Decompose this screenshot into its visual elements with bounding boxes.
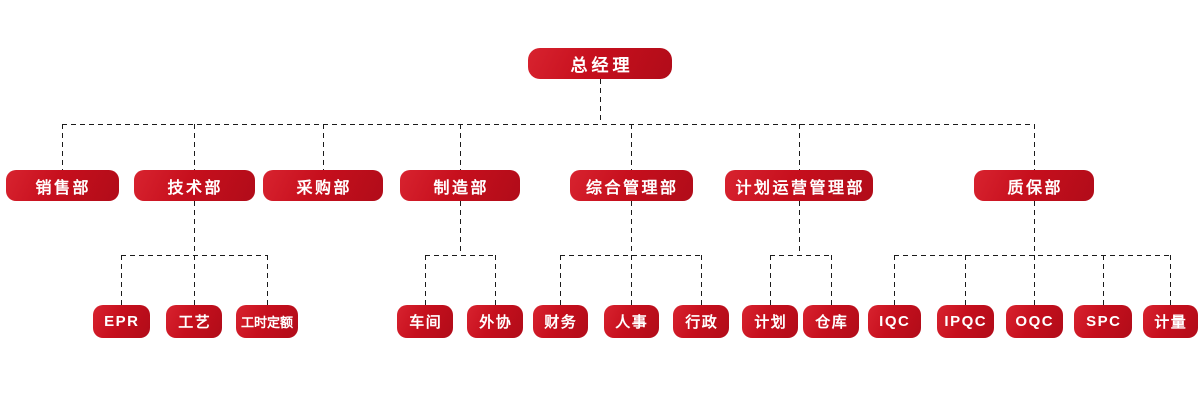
dashed-connector-vertical — [267, 255, 268, 305]
sub-dept-node: EPR — [92, 305, 150, 338]
sub-dept-node: 仓库 — [803, 305, 859, 338]
dashed-connector-vertical — [1103, 255, 1104, 305]
dept-node: 制造部 — [400, 170, 520, 201]
dashed-connector-vertical — [799, 201, 800, 255]
dashed-connector-vertical — [1034, 255, 1035, 305]
dashed-connector-horizontal — [62, 124, 1034, 125]
dashed-connector-vertical — [460, 201, 461, 255]
dashed-connector-vertical — [495, 255, 496, 305]
sub-dept-node: 计划 — [742, 305, 798, 338]
sub-dept-node: SPC — [1074, 305, 1132, 338]
dept-node: 质保部 — [974, 170, 1094, 201]
dashed-connector-vertical — [121, 255, 122, 305]
dashed-connector-vertical — [1170, 255, 1171, 305]
dashed-connector-vertical — [194, 201, 195, 255]
dashed-connector-vertical — [894, 255, 895, 305]
dept-node: 综合管理部 — [569, 170, 693, 201]
sub-dept-node: 计量 — [1142, 305, 1198, 338]
dashed-connector-vertical — [425, 255, 426, 305]
dashed-connector-vertical — [831, 255, 832, 305]
sub-dept-node: 工时定额 — [236, 305, 298, 338]
dashed-connector-vertical — [631, 124, 632, 170]
dashed-connector-vertical — [701, 255, 702, 305]
dashed-connector-vertical — [62, 124, 63, 170]
dashed-connector-vertical — [323, 124, 324, 170]
sub-dept-node: IPQC — [936, 305, 994, 338]
sub-dept-node: 外协 — [467, 305, 523, 338]
dashed-connector-vertical — [631, 201, 632, 255]
dashed-connector-vertical — [965, 255, 966, 305]
dashed-connector-vertical — [194, 124, 195, 170]
sub-dept-node: 人事 — [603, 305, 659, 338]
dashed-connector-vertical — [799, 124, 800, 170]
dept-node: 计划运营管理部 — [725, 170, 873, 201]
dashed-connector-horizontal — [560, 255, 701, 256]
dashed-connector-horizontal — [425, 255, 495, 256]
sub-dept-node: 车间 — [397, 305, 453, 338]
sub-dept-node: 工艺 — [166, 305, 222, 338]
sub-dept-node: 财务 — [532, 305, 588, 338]
dashed-connector-horizontal — [770, 255, 831, 256]
dashed-connector-vertical — [600, 79, 601, 124]
dashed-connector-vertical — [1034, 124, 1035, 170]
dept-node: 销售部 — [5, 170, 119, 201]
dashed-connector-vertical — [560, 255, 561, 305]
node-general-manager: 总经理 — [528, 48, 672, 79]
sub-dept-node: 行政 — [673, 305, 729, 338]
dept-node: 采购部 — [263, 170, 383, 201]
dashed-connector-vertical — [770, 255, 771, 305]
dashed-connector-vertical — [460, 124, 461, 170]
dashed-connector-vertical — [1034, 201, 1035, 255]
dashed-connector-horizontal — [894, 255, 1170, 256]
sub-dept-node: IQC — [867, 305, 921, 338]
dashed-connector-vertical — [631, 255, 632, 305]
dashed-connector-vertical — [194, 255, 195, 305]
sub-dept-node: OQC — [1005, 305, 1063, 338]
dept-node: 技术部 — [133, 170, 255, 201]
